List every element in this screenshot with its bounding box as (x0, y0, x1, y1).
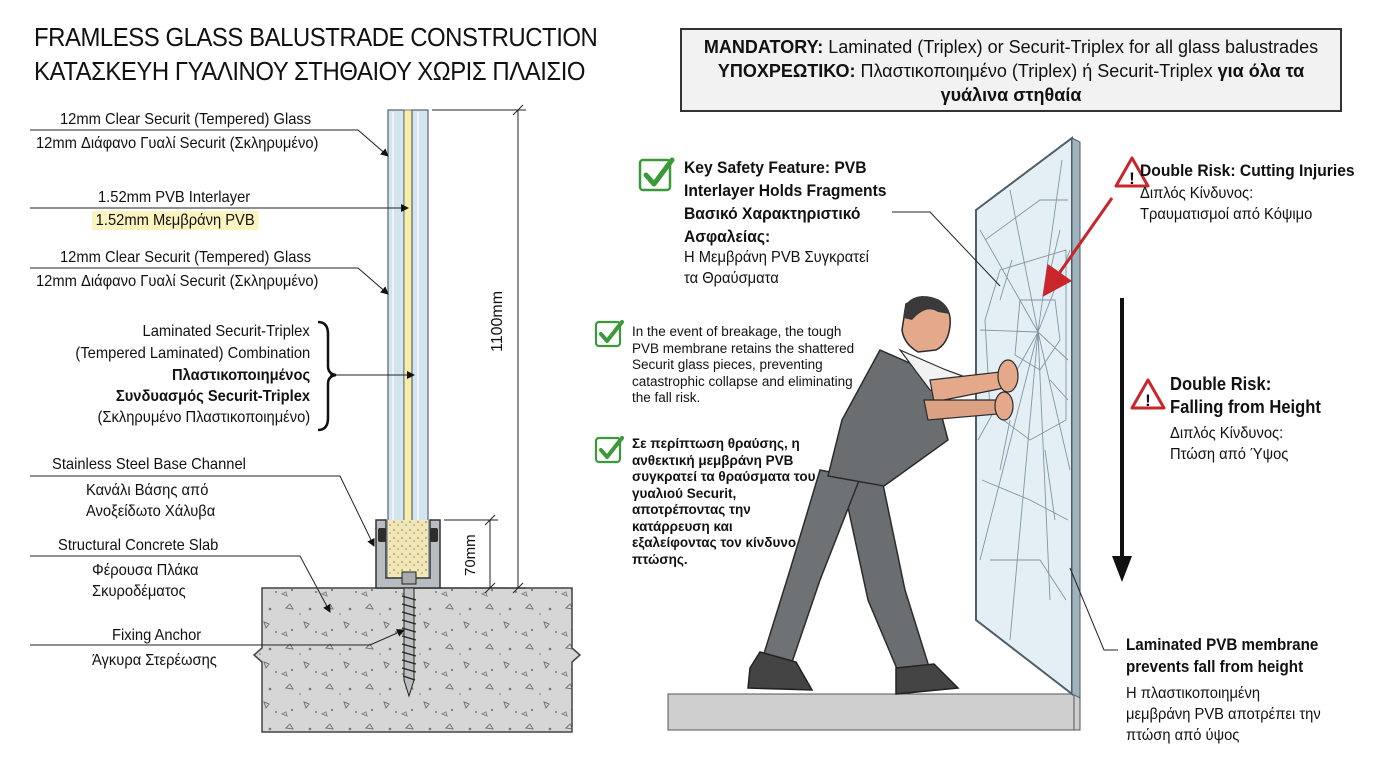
key-feature-gr3: Η Μεμβράνη PVB Συγκρατεί (684, 249, 869, 266)
cut-risk-gr2: Τραυματισμοί από Κόψιμο (1140, 206, 1313, 223)
fall-risk-en2: Falling from Height (1170, 397, 1321, 417)
warning-triangle-icon: ! (1130, 378, 1166, 410)
svg-text:!: ! (1129, 169, 1135, 188)
glass2-label-en: 12mm Clear Securit (Tempered) Glass (60, 249, 312, 266)
breakage-text-gr: Σε περίπτωση θραύσης, η ανθεκτική μεμβρά… (632, 436, 816, 567)
concrete-slab (252, 587, 582, 733)
key-feature-en1: Key Safety Feature: PVB (684, 158, 867, 177)
combo-label-gr2: Συνδυασμός Securit-Triplex (115, 388, 310, 405)
check-icon (638, 157, 675, 192)
slab-label-gr1: Φέρουσα Πλάκα (92, 562, 199, 579)
channel-label-gr2: Ανοξείδωτο Χάλυβα (86, 503, 216, 520)
key-feature-gr2: Ασφαλείας: (684, 227, 771, 246)
red-cutting-arrow (1042, 197, 1114, 297)
mandatory-en-bold: MANDATORY: (703, 37, 824, 57)
slab-label-en: Structural Concrete Slab (58, 537, 219, 554)
slab-label-gr2: Σκυροδέματος (92, 583, 186, 600)
title-gr: ΚΑΤΑΣΚΕΥΗ ΓΥΑΛΙΝΟΥ ΣΤΗΘΑΙΟΥ ΧΩΡΙΣ ΠΛΑΙΣΙ… (34, 56, 586, 86)
anchor-label-en: Fixing Anchor (112, 627, 202, 644)
pvb-label-gr: 1.52mm Μεμβράνη PVB (92, 211, 259, 231)
prevent-gr2: μεμβράνη PVB αποτρέπει την (1126, 706, 1321, 723)
fall-risk-en1: Double Risk: (1170, 374, 1272, 394)
glass2-label-gr: 12mm Διάφανο Γυαλί Securit (Σκληρυμένο) (36, 273, 319, 290)
pvb-label-en: 1.52mm PVB Interlayer (98, 189, 251, 206)
glass1-label-gr: 12mm Διάφανο Γυαλί Securit (Σκληρυμένο) (36, 135, 319, 152)
combo-label-gr1: Πλαστικοποιημένος (171, 367, 310, 384)
key-feature-gr1: Βασικό Χαρακτηριστικό (684, 204, 861, 223)
base-channel (375, 519, 441, 589)
key-feature-en2: Interlayer Holds Fragments (684, 181, 887, 200)
cut-risk-en: Double Risk: Cutting Injuries (1140, 161, 1355, 180)
mandatory-en-text: Laminated (Triplex) or Securit-Triplex f… (823, 37, 1319, 57)
mandatory-notice: MANDATORY: Laminated (Triplex) or Securi… (680, 28, 1342, 112)
mandatory-gr-text: Πλαστικοποιημένο (Triplex) ή Securit-Tri… (855, 61, 1218, 81)
check-icon (594, 436, 624, 464)
key-feature-gr4: τα Θραύσματα (684, 270, 779, 287)
height-dimension-label: 1100mm (489, 290, 506, 352)
prevent-en2: prevents fall from height (1126, 658, 1304, 676)
glass1-label-en: 12mm Clear Securit (Tempered) Glass (60, 111, 312, 128)
title-en: FRAMLESS GLASS BALUSTRADE CONSTRUCTION (34, 22, 598, 52)
fall-risk-gr2: Πτώση από Ύψος (1170, 446, 1289, 463)
shattered-glass-panel (975, 136, 1081, 699)
channel-label-gr1: Κανάλι Βάσης από (86, 482, 209, 499)
anchor-label-gr: Άγκυρα Στερέωσης (92, 652, 217, 669)
warning-triangle-icon: ! (1114, 156, 1150, 188)
base-dimension (444, 514, 498, 594)
down-arrow-icon (1112, 298, 1132, 582)
cut-risk-gr1: Διπλός Κίνδυνος: (1140, 185, 1254, 202)
prevent-gr3: πτώση από ύψος (1126, 727, 1240, 744)
glass-panel-section (387, 109, 429, 581)
svg-text:!: ! (1145, 391, 1151, 410)
leader-lines (30, 129, 415, 646)
fall-risk-gr1: Διπλός Κίνδυνος: (1170, 425, 1284, 442)
combo-brace (317, 320, 337, 432)
channel-label-en: Stainless Steel Base Channel (52, 456, 246, 473)
mandatory-gr-bold: ΥΠΟΧΡΕΩΤΙΚΟ: (717, 61, 856, 81)
fixing-anchor (401, 571, 417, 698)
worker-figure (747, 296, 1019, 695)
floor (667, 693, 1081, 731)
combo-label-en1: Laminated Securit-Triplex (142, 323, 310, 340)
combo-label-en2: (Tempered Laminated) Combination (75, 345, 310, 362)
prevent-en1: Laminated PVB membrane (1126, 636, 1319, 654)
height-dimension (432, 104, 526, 594)
base-dimension-label: 70mm (462, 534, 479, 576)
check-icon (594, 320, 624, 348)
combo-label-gr3: (Σκληρυμένο Πλαστικοποιημένο) (97, 409, 310, 426)
prevent-gr1: Η πλαστικοποιημένη (1126, 685, 1261, 702)
right-leader-lines (892, 211, 1118, 651)
mandatory-gr-bold2: για όλα τα γυάλινα στηθαία (940, 61, 1305, 105)
breakage-text-en: In the event of breakage, the tough PVB … (632, 324, 855, 405)
